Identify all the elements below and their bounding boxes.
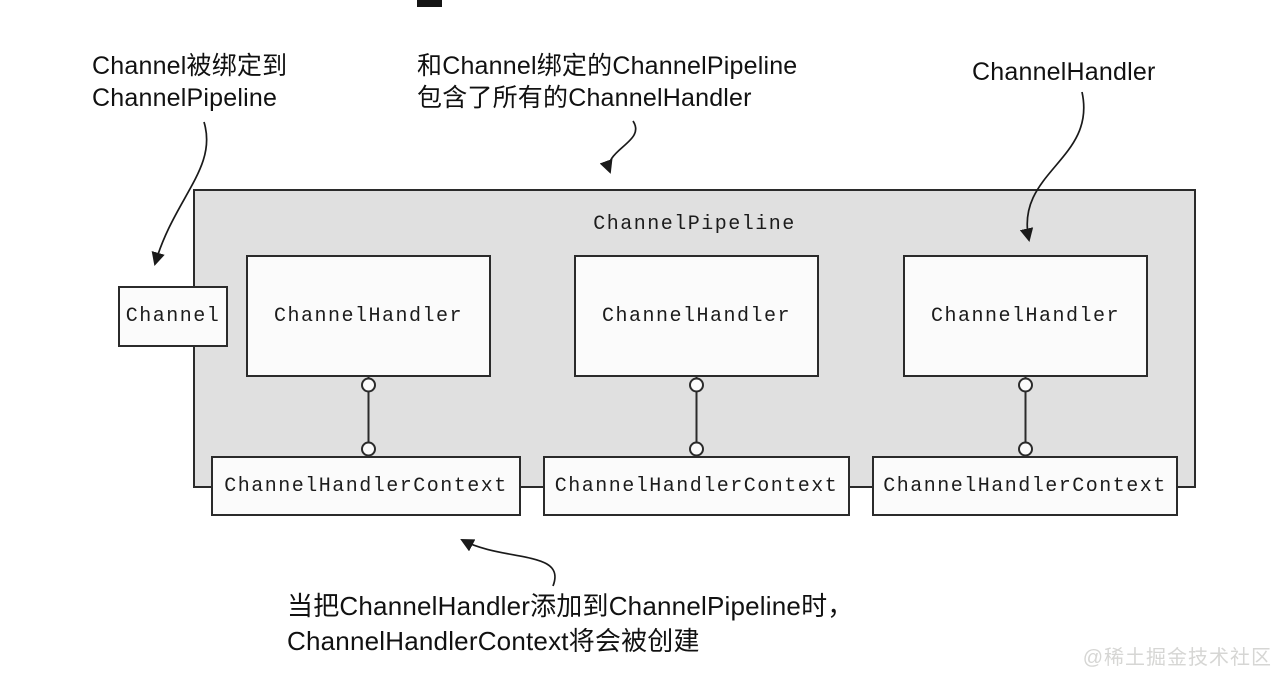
- annotation-line: 包含了所有的ChannelHandler: [417, 84, 752, 112]
- channel-handler-context-box: ChannelHandlerContext: [872, 456, 1178, 516]
- annotation-line: ChannelHandler: [972, 58, 1156, 86]
- channel-handler-box: ChannelHandler: [246, 255, 491, 377]
- annotation-line: ChannelPipeline: [92, 84, 278, 112]
- annotation-context-creation: 当把ChannelHandler添加到ChannelPipeline时， Cha…: [287, 589, 853, 659]
- annotation-line: 当把ChannelHandler添加到ChannelPipeline时，: [287, 591, 854, 621]
- arrow-context-creation-icon: [460, 539, 556, 587]
- arrow-pipeline-contains-icon: [599, 120, 637, 174]
- channel-handler-context-box: ChannelHandlerContext: [211, 456, 521, 516]
- annotation-channel-binding: Channel被绑定到 ChannelPipeline: [92, 50, 287, 114]
- watermark: @稀土掘金技术社区: [1082, 647, 1272, 669]
- top-crop-mark: [417, 0, 442, 7]
- annotation-channel-handler: ChannelHandler: [972, 56, 1155, 88]
- annotation-pipeline-contains: 和Channel绑定的ChannelPipeline 包含了所有的Channel…: [417, 50, 797, 114]
- annotation-line: Channel被绑定到: [92, 52, 288, 80]
- channel-handler-box: ChannelHandler: [903, 255, 1148, 377]
- channel-box: Channel: [118, 286, 228, 347]
- channel-handler-context-box: ChannelHandlerContext: [543, 456, 850, 516]
- channel-handler-box: ChannelHandler: [574, 255, 819, 377]
- annotation-line: ChannelHandlerContext将会被创建: [287, 626, 700, 656]
- pipeline-title: ChannelPipeline: [593, 213, 796, 236]
- annotation-line: 和Channel绑定的ChannelPipeline: [417, 52, 798, 80]
